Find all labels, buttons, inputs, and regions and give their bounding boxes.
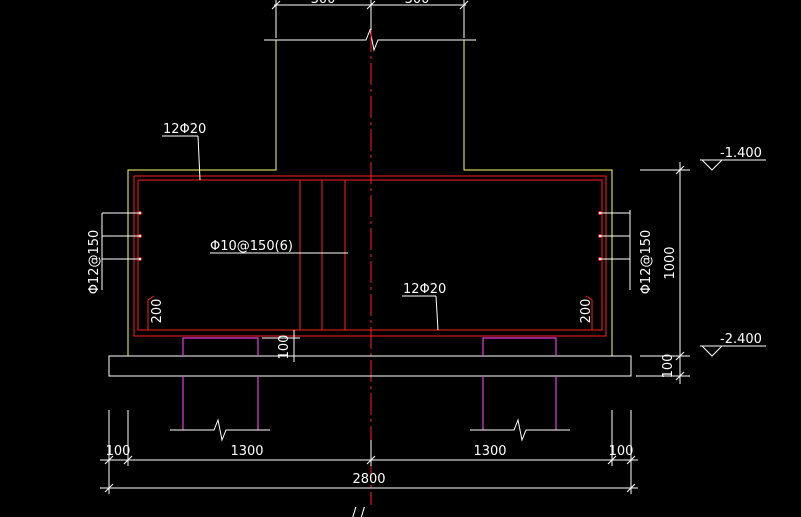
label-side-left: Φ12@150: [87, 230, 102, 295]
bottom-dimension-chain: 100 1300 1300 100 2800: [100, 410, 638, 494]
dim-pile-left: 1300: [230, 444, 263, 459]
elevation-bottom: -2.400: [700, 332, 766, 357]
elev-bottom-text: -2.400: [720, 332, 762, 347]
label-stirrups: Φ10@150(6): [210, 239, 293, 254]
column-dimension: 300 300: [271, 0, 469, 38]
label-side-right: Φ12@150: [639, 230, 654, 295]
elevation-top: -1.400: [700, 146, 766, 171]
label-top-bars: 12Φ20: [163, 122, 206, 137]
footer-partial-text: / /: [352, 506, 366, 517]
dim-cushion: 100: [661, 354, 676, 379]
elev-top-text: -1.400: [720, 146, 762, 161]
dim-column-right: 300: [405, 0, 430, 7]
dim-edge-right: 100: [609, 444, 634, 459]
bottom-bar-label: 12Φ20: [402, 282, 446, 331]
pile-right: [470, 337, 570, 442]
side-bar-label-right: Φ12@150: [600, 210, 654, 294]
column-break-line: [264, 28, 476, 52]
dim-pile-gap: 100: [277, 335, 292, 360]
cushion-layer: [108, 355, 632, 377]
hook-right-label: 200: [579, 299, 594, 324]
label-bottom-bars: 12Φ20: [403, 282, 446, 297]
pile-gap-dimension: 100: [262, 330, 300, 362]
dim-pile-right: 1300: [473, 444, 506, 459]
top-bar-label: 12Φ20: [162, 122, 206, 181]
dim-column-left: 300: [311, 0, 336, 7]
hook-left-label: 200: [150, 299, 165, 324]
dim-edge-left: 100: [106, 444, 131, 459]
dim-total-width: 2800: [352, 472, 385, 487]
dim-height: 1000: [663, 246, 678, 279]
cap-outline: [127, 40, 613, 357]
rebar-cage: [133, 175, 607, 337]
height-dimension: 1000 100: [636, 162, 690, 384]
side-bar-label-left: Φ12@150: [87, 212, 140, 295]
pile-left: [170, 337, 270, 442]
stirrup-label: Φ10@150(6): [210, 239, 348, 254]
